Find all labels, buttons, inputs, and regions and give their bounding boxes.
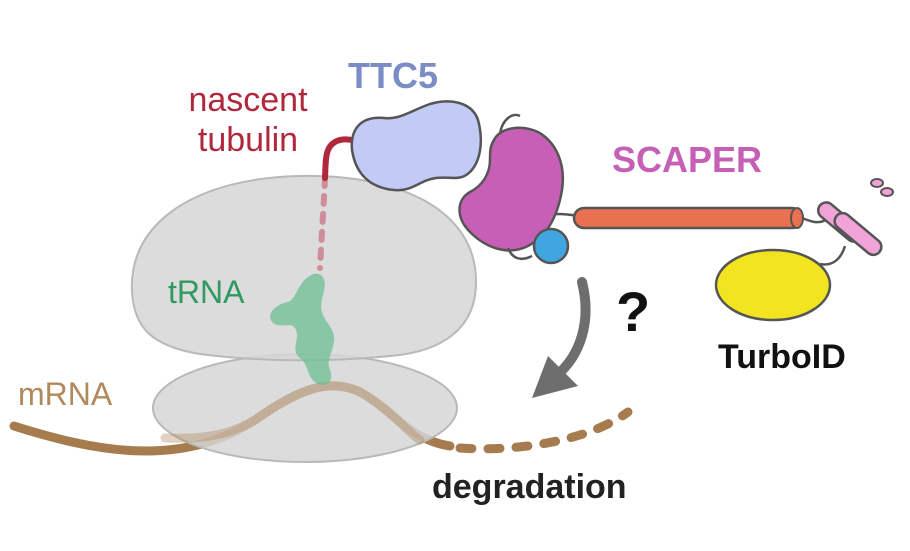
degradation-arrowhead bbox=[532, 356, 578, 398]
nascent-label-line2: tubulin bbox=[197, 121, 299, 159]
helix-linker bbox=[801, 216, 827, 224]
degradation-arrow bbox=[551, 277, 591, 381]
ribosome-large-subunit bbox=[130, 174, 478, 362]
ribosome-small-subunit bbox=[152, 353, 458, 463]
mrna-label: mRNA bbox=[18, 376, 113, 412]
scaper-label: SCAPER bbox=[612, 139, 763, 180]
trna-label: tRNA bbox=[168, 274, 245, 310]
turboid-label: TurboID bbox=[718, 338, 846, 376]
scaper-rod bbox=[572, 206, 804, 230]
blue-domain bbox=[532, 227, 570, 265]
turboid-protein bbox=[714, 248, 832, 322]
turboid-linker bbox=[819, 245, 847, 266]
nascent-tubulin-in-tunnel bbox=[317, 175, 328, 271]
scaper-globular-domain bbox=[458, 126, 565, 252]
nascent-label-line1: nascent bbox=[188, 81, 308, 119]
question-mark: ? bbox=[616, 280, 651, 343]
mrna-through-ribosome bbox=[160, 381, 425, 445]
scaper-rod-end bbox=[790, 207, 804, 229]
degradation-label: degradation bbox=[432, 468, 627, 506]
nascent-tubulin-label: nascent tubulin bbox=[168, 80, 328, 160]
ttc5-protein bbox=[350, 100, 482, 192]
trna-shape bbox=[270, 273, 335, 386]
mrna-degradation-trail bbox=[455, 407, 633, 454]
pink-helices bbox=[816, 178, 894, 257]
scaper-linker-top bbox=[498, 113, 521, 135]
scaper-linker-bottom bbox=[506, 247, 533, 260]
ttc5-label: TTC5 bbox=[348, 55, 438, 96]
